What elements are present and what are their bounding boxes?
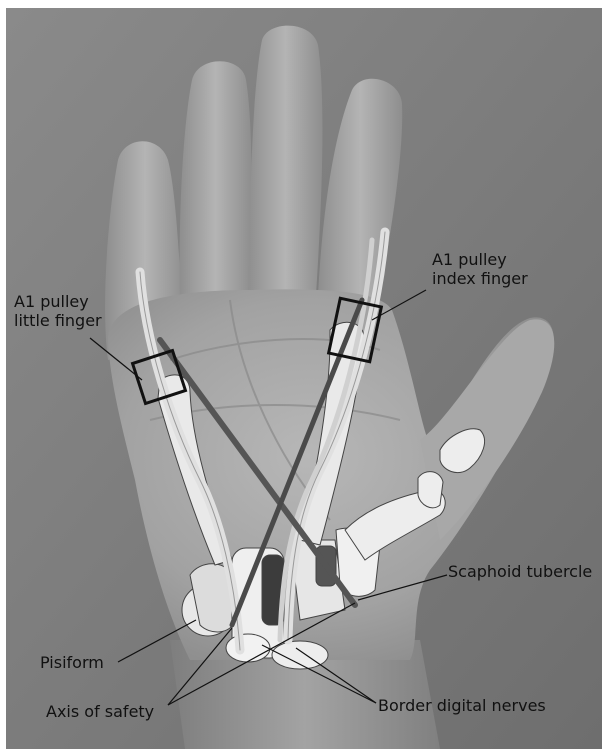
label-a1-pulley-little-finger: A1 pulley little finger [14,292,102,330]
label-border-digital-nerves: Border digital nerves [378,696,546,715]
ring-finger [180,61,252,310]
label-pisiform: Pisiform [40,653,104,672]
label-axis-of-safety: Axis of safety [46,702,154,721]
label-scaphoid-tubercle: Scaphoid tubercle [448,562,592,581]
middle-finger [248,26,322,300]
label-a1-pulley-index-finger: A1 pulley index finger [432,250,528,288]
